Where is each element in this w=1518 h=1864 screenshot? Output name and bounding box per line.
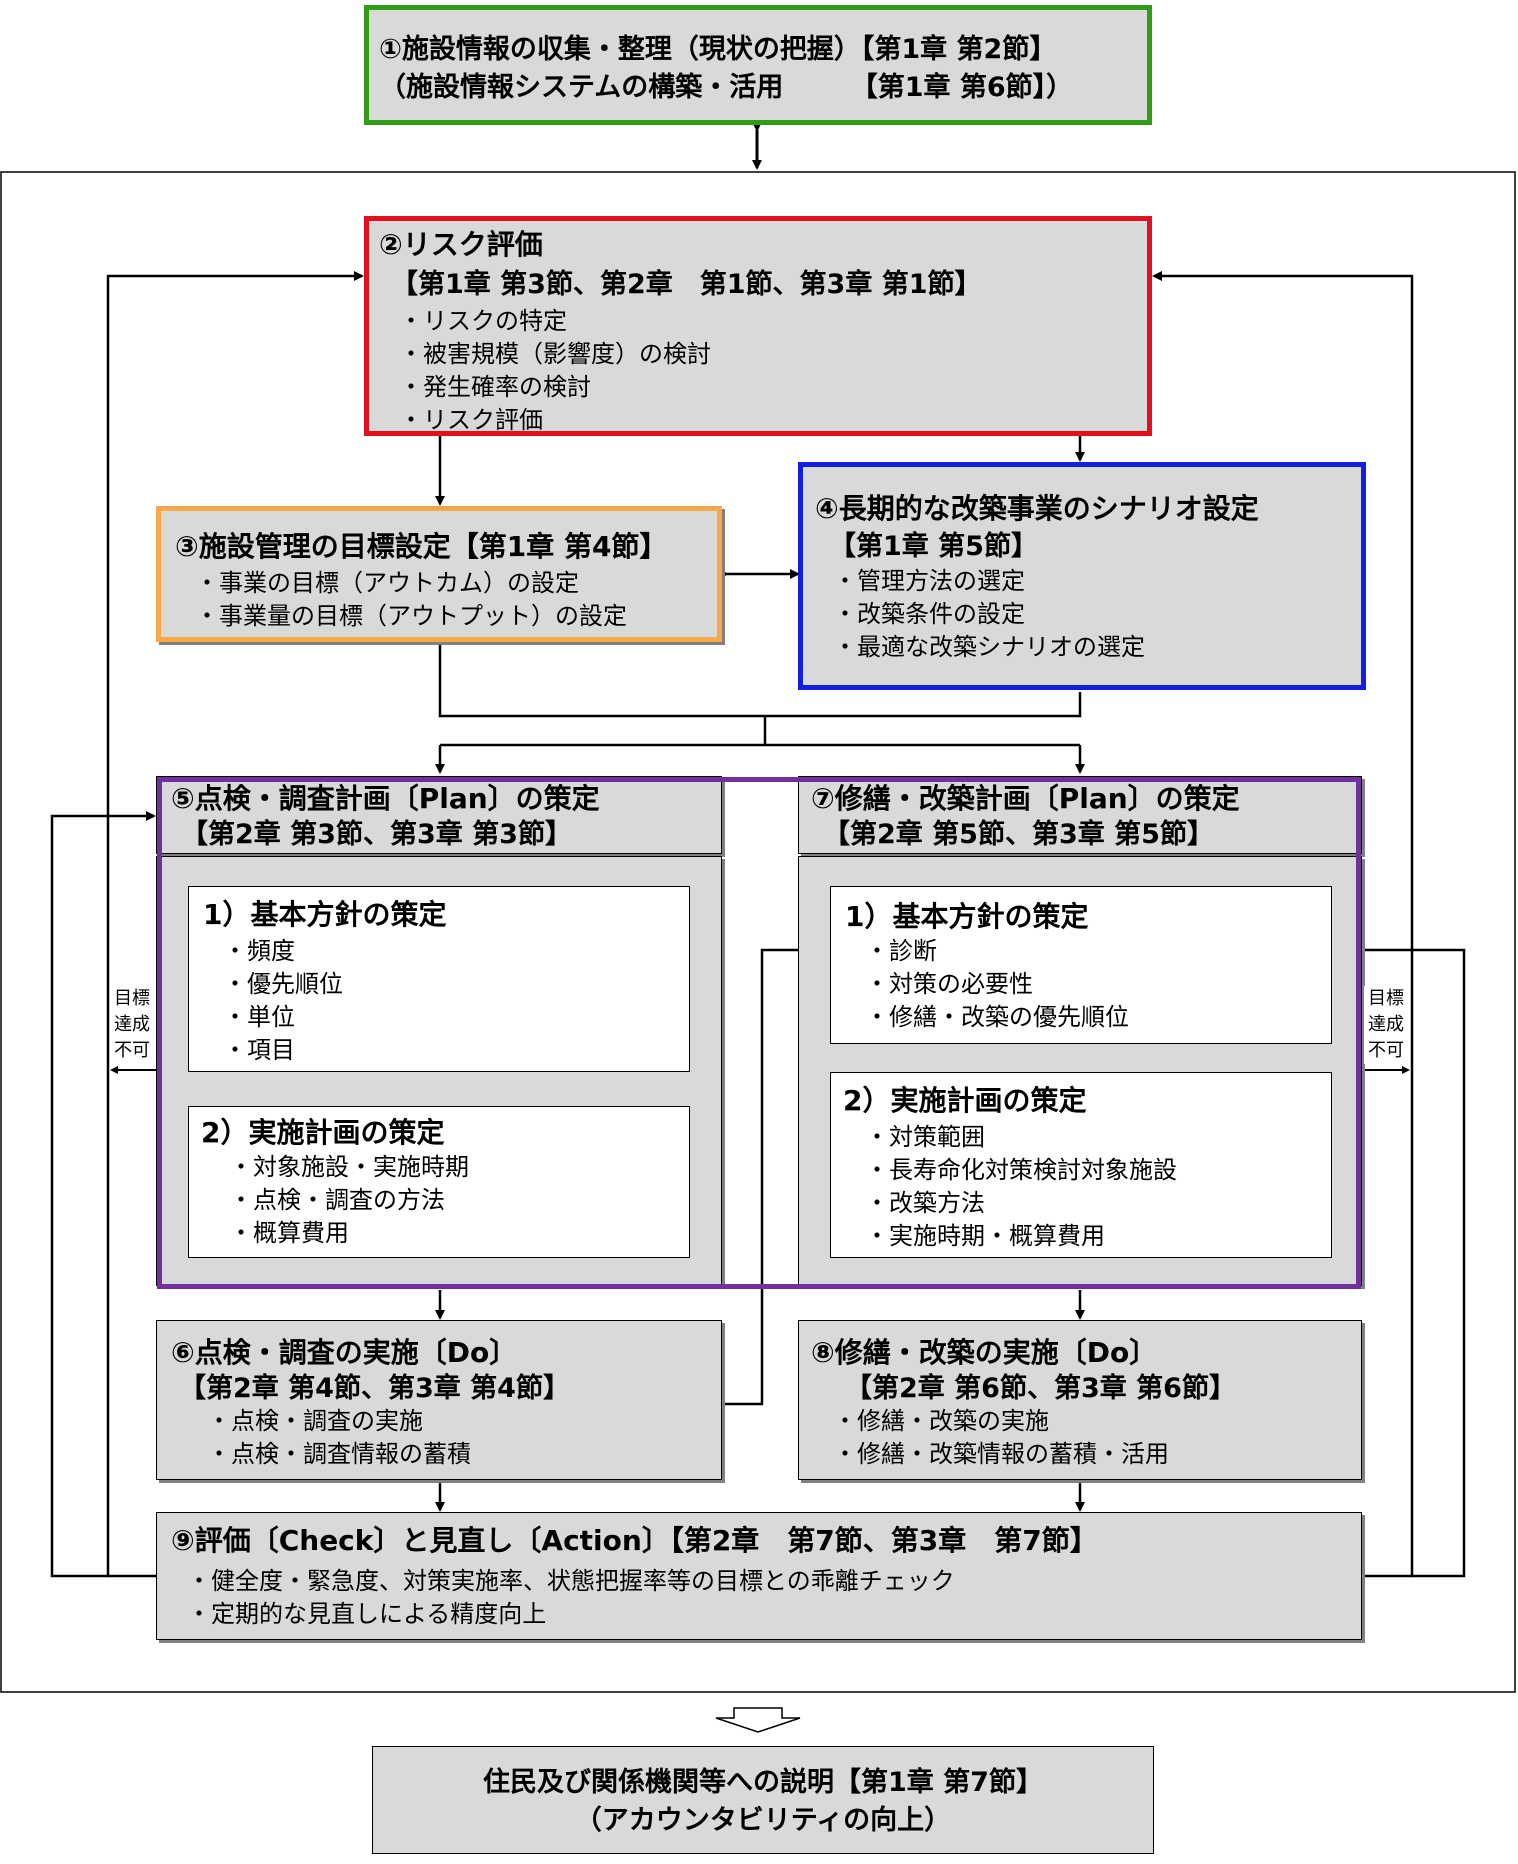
list-item: ・定期的な見直しによる精度向上	[187, 1600, 547, 1628]
list-item: ・発生確率の検討	[399, 373, 591, 401]
inspection-implementation-plan-list: ・対象施設・実施時期 ・点検・調査の方法 ・概算費用	[229, 1151, 469, 1250]
box-check-action: ⑨評価〔Check〕と見直し〔Action〕【第2章 第7節、第3章 第7節】 …	[156, 1512, 1362, 1640]
side-label-left-line: 達成	[114, 1014, 150, 1035]
box-long-term-scenario: ④長期的な改築事業のシナリオ設定 【第1章 第5節】 ・管理方法の選定 ・改築条…	[798, 462, 1366, 690]
list-item: ・点検・調査情報の蓄積	[207, 1440, 471, 1468]
box-risk-evaluation-list: ・リスクの特定 ・被害規模（影響度）の検討 ・発生確率の検討 ・リスク評価	[399, 305, 711, 437]
list-item: ・頻度	[223, 937, 295, 965]
box-accountability-line2: （アカウンタビリティの向上）	[574, 1805, 952, 1836]
side-label-right-line: 不可	[1368, 1040, 1404, 1061]
list-item: ・修繕・改築の実施	[833, 1407, 1049, 1435]
list-item: ・改築条件の設定	[833, 600, 1025, 628]
inspection-basic-policy-title: 1）基本方針の策定	[203, 898, 447, 931]
side-label-left-line: 不可	[114, 1040, 150, 1061]
list-item: ・項目	[223, 1036, 295, 1064]
box-inspection-do-list: ・点検・調査の実施 ・点検・調査情報の蓄積	[207, 1405, 471, 1471]
side-label-right-line: 目標	[1368, 988, 1404, 1009]
box-facility-info-line2: （施設情報システムの構築・活用 【第1章 第6節】）	[379, 72, 1074, 103]
box-accountability: 住民及び関係機関等への説明【第1章 第7節】 （アカウンタビリティの向上）	[372, 1746, 1154, 1854]
list-item: ・改築方法	[865, 1189, 985, 1217]
box-long-term-scenario-list: ・管理方法の選定 ・改築条件の設定 ・最適な改築シナリオの選定	[833, 565, 1145, 664]
side-label-right: 目標 達成 不可	[1364, 986, 1408, 1064]
side-label-left-line: 目標	[114, 988, 150, 1009]
repair-basic-policy: 1）基本方針の策定 ・診断 ・対策の必要性 ・修繕・改築の優先順位	[830, 886, 1332, 1044]
list-item: ・実施時期・概算費用	[865, 1222, 1105, 1250]
list-item: ・長寿命化対策検討対象施設	[865, 1156, 1177, 1184]
box-inspection-do: ⑥点検・調査の実施〔Do〕 【第2章 第4節、第3章 第4節】 ・点検・調査の実…	[156, 1320, 722, 1480]
box-inspection-do-ref: 【第2章 第4節、第3章 第4節】	[179, 1373, 570, 1404]
list-item: ・優先順位	[223, 970, 343, 998]
repair-basic-policy-list: ・診断 ・対策の必要性 ・修繕・改築の優先順位	[865, 935, 1129, 1034]
box-long-term-scenario-ref: 【第1章 第5節】	[829, 531, 1038, 562]
repair-implementation-plan-title: 2）実施計画の策定	[843, 1084, 1087, 1117]
box-risk-evaluation: ②リスク評価 【第1章 第3節、第2章 第1節、第3章 第1節】 ・リスクの特定…	[364, 216, 1152, 436]
list-item: ・対策範囲	[865, 1123, 985, 1151]
list-item: ・単位	[223, 1003, 295, 1031]
list-item: ・リスク評価	[399, 406, 543, 434]
inspection-basic-policy: 1）基本方針の策定 ・頻度 ・優先順位 ・単位 ・項目	[188, 886, 690, 1072]
box-check-action-title: ⑨評価〔Check〕と見直し〔Action〕【第2章 第7節、第3章 第7節】	[171, 1524, 1098, 1557]
repair-implementation-plan: 2）実施計画の策定 ・対策範囲 ・長寿命化対策検討対象施設 ・改築方法 ・実施時…	[830, 1072, 1332, 1258]
box-repair-do: ⑧修繕・改築の実施〔Do〕 【第2章 第6節、第3章 第6節】 ・修繕・改築の実…	[798, 1320, 1362, 1480]
list-item: ・対象施設・実施時期	[229, 1153, 469, 1181]
list-item: ・事業の目標（アウトカム）の設定	[195, 569, 579, 597]
repair-basic-policy-title: 1）基本方針の策定	[845, 900, 1089, 933]
box-facility-info-line1: ①施設情報の収集・整理（現状の把握）【第1章 第2節】	[379, 34, 1057, 65]
box-management-goals-list: ・事業の目標（アウトカム）の設定 ・事業量の目標（アウトプット）の設定	[195, 567, 627, 633]
box-risk-evaluation-title: ②リスク評価	[379, 228, 543, 261]
inspection-implementation-plan-title: 2）実施計画の策定	[201, 1116, 445, 1149]
list-item: ・最適な改築シナリオの選定	[833, 633, 1145, 661]
list-item: ・対策の必要性	[865, 970, 1033, 998]
list-item: ・リスクの特定	[399, 307, 567, 335]
box-repair-plan-header: ⑦修繕・改築計画〔Plan〕の策定 【第2章 第5節、第3章 第5節】	[798, 776, 1362, 854]
box-inspection-plan-title: ⑤点検・調査計画〔Plan〕の策定	[171, 782, 600, 815]
box-repair-plan-title: ⑦修繕・改築計画〔Plan〕の策定	[811, 782, 1240, 815]
list-item: ・健全度・緊急度、対策実施率、状態把握率等の目標との乖離チェック	[187, 1567, 955, 1595]
main-frame	[0, 171, 1516, 1693]
inspection-implementation-plan: 2）実施計画の策定 ・対象施設・実施時期 ・点検・調査の方法 ・概算費用	[188, 1106, 690, 1258]
list-item: ・概算費用	[229, 1219, 349, 1247]
box-risk-evaluation-ref: 【第1章 第3節、第2章 第1節、第3章 第1節】	[391, 269, 982, 300]
list-item: ・点検・調査の方法	[229, 1186, 445, 1214]
inspection-basic-policy-list: ・頻度 ・優先順位 ・単位 ・項目	[223, 935, 343, 1067]
box-repair-plan-ref: 【第2章 第5節、第3章 第5節】	[823, 819, 1214, 850]
box-management-goals-title: ③施設管理の目標設定【第1章 第4節】	[175, 530, 668, 563]
box-long-term-scenario-title: ④長期的な改築事業のシナリオ設定	[815, 492, 1259, 525]
box-management-goals: ③施設管理の目標設定【第1章 第4節】 ・事業の目標（アウトカム）の設定 ・事業…	[156, 506, 722, 642]
list-item: ・管理方法の選定	[833, 567, 1025, 595]
box-accountability-line1: 住民及び関係機関等への説明【第1章 第7節】	[483, 1767, 1043, 1798]
box-repair-do-list: ・修繕・改築の実施 ・修繕・改築情報の蓄積・活用	[833, 1405, 1169, 1471]
repair-implementation-plan-list: ・対策範囲 ・長寿命化対策検討対象施設 ・改築方法 ・実施時期・概算費用	[865, 1121, 1177, 1253]
box-check-action-list: ・健全度・緊急度、対策実施率、状態把握率等の目標との乖離チェック ・定期的な見直…	[187, 1565, 955, 1631]
side-label-left: 目標 達成 不可	[110, 986, 154, 1064]
list-item: ・事業量の目標（アウトプット）の設定	[195, 602, 627, 630]
list-item: ・診断	[865, 937, 937, 965]
list-item: ・修繕・改築情報の蓄積・活用	[833, 1440, 1169, 1468]
box-facility-info: ①施設情報の収集・整理（現状の把握）【第1章 第2節】 （施設情報システムの構築…	[364, 5, 1152, 125]
side-label-right-line: 達成	[1368, 1014, 1404, 1035]
hollow-down-arrow	[715, 1707, 801, 1733]
box-inspection-do-title: ⑥点検・調査の実施〔Do〕	[171, 1336, 518, 1369]
list-item: ・修繕・改築の優先順位	[865, 1003, 1129, 1031]
box-repair-do-ref: 【第2章 第6節、第3章 第6節】	[845, 1373, 1236, 1404]
box-inspection-plan-header: ⑤点検・調査計画〔Plan〕の策定 【第2章 第3節、第3章 第3節】	[156, 776, 722, 854]
box-inspection-plan-ref: 【第2章 第3節、第3章 第3節】	[181, 819, 572, 850]
list-item: ・点検・調査の実施	[207, 1407, 423, 1435]
box-repair-do-title: ⑧修繕・改築の実施〔Do〕	[811, 1336, 1158, 1369]
list-item: ・被害規模（影響度）の検討	[399, 340, 711, 368]
